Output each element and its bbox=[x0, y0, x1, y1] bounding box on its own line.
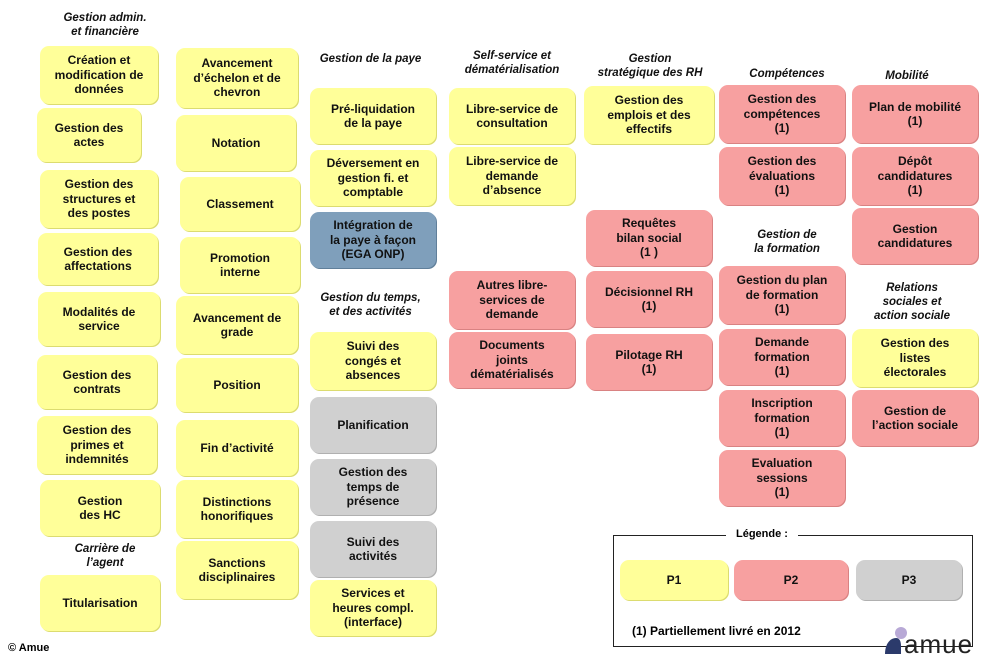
box-gestion-contrats: Gestion des contrats bbox=[37, 355, 157, 409]
box-gestion-primes-indemnites: Gestion des primes et indemnités bbox=[37, 416, 157, 474]
box-gestion-evaluations: Gestion des évaluations (1) bbox=[719, 147, 845, 205]
box-deversement-gestion: Déversement en gestion fi. et comptable bbox=[310, 150, 436, 206]
box-promotion-interne: Promotion interne bbox=[180, 237, 300, 293]
legend-p3: P3 bbox=[856, 560, 962, 600]
box-fin-activite: Fin d’activité bbox=[176, 420, 298, 476]
box-gestion-actes: Gestion des actes bbox=[37, 108, 141, 162]
box-plan-mobilite: Plan de mobilité (1) bbox=[852, 85, 978, 143]
box-pre-liquidation-paye: Pré-liquidation de la paye bbox=[310, 88, 436, 144]
header-competences: Compétences bbox=[749, 68, 825, 80]
box-creation-modification-donnees: Création et modification de données bbox=[40, 46, 158, 104]
box-classement: Classement bbox=[180, 177, 300, 231]
box-services-heures-compl: Services et heures compl. (interface) bbox=[310, 580, 436, 636]
box-suivi-conges: Suivi des congés et absences bbox=[310, 332, 436, 390]
header-strategique: Gestion stratégique des RH bbox=[597, 53, 703, 79]
box-libre-service-absence: Libre-service de demande d’absence bbox=[449, 147, 575, 205]
box-avancement-echelon: Avancement d’échelon et de chevron bbox=[176, 48, 298, 108]
legend-p1: P1 bbox=[620, 560, 728, 600]
box-avancement-grade: Avancement de grade bbox=[176, 296, 298, 354]
box-distinctions-honorifiques: Distinctions honorifiques bbox=[176, 480, 298, 538]
box-modalites-service: Modalités de service bbox=[38, 292, 160, 346]
box-requetes-bilan-social: Requêtes bilan social (1 ) bbox=[586, 210, 712, 266]
box-libre-service-consultation: Libre-service de consultation bbox=[449, 88, 575, 144]
legend-note: (1) Partiellement livré en 2012 bbox=[632, 624, 801, 638]
box-gestion-temps-presence: Gestion des temps de présence bbox=[310, 459, 436, 515]
box-pilotage-rh: Pilotage RH (1) bbox=[586, 334, 712, 390]
box-gestion-plan-formation: Gestion du plan de formation (1) bbox=[719, 266, 845, 324]
box-decisionnel-rh: Décisionnel RH (1) bbox=[586, 271, 712, 327]
box-evaluation-sessions: Evaluation sessions (1) bbox=[719, 450, 845, 506]
header-carriere: Carrière de l’agent bbox=[74, 543, 136, 569]
box-gestion-affectations: Gestion des affectations bbox=[38, 233, 158, 285]
box-sanctions-disciplinaires: Sanctions disciplinaires bbox=[176, 541, 298, 599]
box-gestion-emplois-effectifs: Gestion des emplois et des effectifs bbox=[584, 86, 714, 144]
amue-logo: amue bbox=[880, 624, 1008, 659]
box-gestion-listes-electorales: Gestion des listes électorales bbox=[852, 329, 978, 387]
header-temps: Gestion du temps, et des activités bbox=[320, 292, 421, 318]
box-autres-libre-services: Autres libre- services de demande bbox=[449, 271, 575, 329]
legend-title: Légende : bbox=[726, 528, 798, 540]
legend: Légende : P1 P2 P3 (1) Partiellement liv… bbox=[613, 528, 973, 647]
box-demande-formation: Demande formation (1) bbox=[719, 329, 845, 385]
box-inscription-formation: Inscription formation (1) bbox=[719, 390, 845, 446]
header-self-service: Self-service et dématérialisation bbox=[464, 50, 560, 76]
header-formation: Gestion de la formation bbox=[754, 229, 820, 255]
amue-logo-text: amue bbox=[904, 629, 974, 659]
header-relations: Relations sociales et action sociale bbox=[873, 282, 951, 322]
box-gestion-hc: Gestion des HC bbox=[40, 480, 160, 536]
box-suivi-activites: Suivi des activités bbox=[310, 521, 436, 577]
box-titularisation: Titularisation bbox=[40, 575, 160, 631]
box-notation: Notation bbox=[176, 115, 296, 171]
box-gestion-competences: Gestion des compétences (1) bbox=[719, 85, 845, 143]
box-depot-candidatures: Dépôt candidatures (1) bbox=[852, 147, 978, 205]
box-gestion-action-sociale: Gestion de l’action sociale bbox=[852, 390, 978, 446]
box-documents-joints: Documents joints dématérialisés bbox=[449, 332, 575, 388]
box-integration-paye: Intégration de la paye à façon (EGA ONP) bbox=[310, 212, 436, 268]
header-paye: Gestion de la paye bbox=[319, 53, 422, 65]
copyright: © Amue bbox=[8, 642, 50, 654]
box-planification: Planification bbox=[310, 397, 436, 453]
amue-logo-icon bbox=[885, 627, 907, 654]
legend-p2: P2 bbox=[734, 560, 848, 600]
box-gestion-structures-postes: Gestion des structures et des postes bbox=[40, 170, 158, 228]
header-gestion-admin: Gestion admin. et financière bbox=[63, 12, 147, 38]
header-mobilite: Mobilité bbox=[885, 70, 929, 82]
box-position: Position bbox=[176, 358, 298, 412]
box-gestion-candidatures: Gestion candidatures bbox=[852, 208, 978, 264]
